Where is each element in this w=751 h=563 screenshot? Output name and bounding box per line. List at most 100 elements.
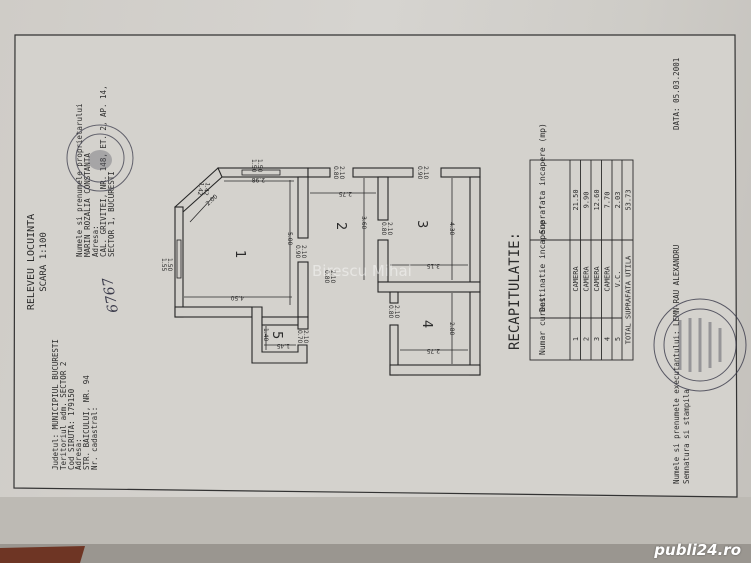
table-row: 4 CAMERA 7.70: [604, 192, 612, 342]
watermark: Birescu Mihai: [312, 262, 412, 280]
wall: [297, 316, 309, 330]
svg-text:2.10: 2.10: [338, 166, 345, 180]
svg-text:1.50: 1.50: [250, 159, 257, 173]
svg-text:4: 4: [604, 337, 612, 341]
room-3-label: 3: [414, 220, 429, 228]
window-left: [176, 239, 182, 279]
room-5-label: 5: [269, 331, 284, 339]
doc-scale: SCARA 1:100: [39, 232, 49, 292]
svg-text:4.30: 4.30: [448, 222, 455, 236]
svg-text:12.60: 12.60: [593, 189, 601, 210]
siruta-line: Cod SIRUTA: 179150: [67, 388, 76, 470]
cadastral-line: Nr. cadastral:: [90, 407, 99, 470]
svg-text:1.40: 1.40: [262, 328, 269, 342]
svg-text:2.10: 2.10: [329, 270, 336, 284]
svg-text:5.00: 5.00: [286, 232, 293, 246]
owner-label: Numele si prenumele proprietarului: [75, 103, 84, 257]
svg-text:0.80: 0.80: [387, 305, 394, 319]
svg-text:3.15: 3.15: [426, 262, 440, 269]
svg-text:1.42: 1.42: [196, 182, 205, 197]
room-4-label: 4: [419, 320, 434, 328]
wall: [174, 206, 184, 318]
svg-text:2: 2: [583, 337, 591, 341]
address-line: STR. BAICULUI, NR. 94: [82, 375, 91, 470]
table-row: 2 CAMERA 9.90: [583, 192, 591, 342]
svg-text:1: 1: [572, 337, 580, 341]
total-row: TOTAL SUPRAFATA UTILA 53.73: [625, 189, 633, 344]
room-2-label: 2: [333, 222, 348, 230]
svg-text:0.80: 0.80: [332, 166, 339, 180]
wall: [297, 176, 309, 239]
wall: [297, 261, 309, 318]
summary-title: RECAPITULATIE:: [507, 232, 523, 350]
svg-text:1.45: 1.45: [276, 342, 290, 349]
svg-text:CAMERA: CAMERA: [604, 266, 612, 292]
wall: [469, 291, 481, 376]
executor-stamp: [653, 298, 747, 392]
svg-text:0.90: 0.90: [294, 245, 301, 259]
svg-text:CAMERA: CAMERA: [572, 266, 580, 292]
executor-line: Numele si prenumele executantului: LEMN-…: [672, 245, 681, 484]
wall: [440, 167, 481, 178]
signature-line: Semnatura si stampila: [682, 389, 691, 484]
summary-table: [529, 159, 634, 361]
svg-text:2.10: 2.10: [386, 222, 393, 236]
owner-stamp: [66, 124, 134, 192]
svg-text:4.50: 4.50: [230, 294, 244, 301]
owner-sector: SECTOR 1, BUCURESTI: [107, 171, 116, 257]
svg-text:CAMERA: CAMERA: [583, 266, 591, 292]
floor-plan: 1 2 3 4 5 1.50 1.50 0.80 2.10 0.90 2.10 …: [160, 159, 481, 376]
table-row: 1 CAMERA 21.50: [572, 189, 580, 341]
svg-text:21.50: 21.50: [572, 189, 580, 210]
svg-text:TOTAL SUPRAFATA UTILA: TOTAL SUPRAFATA UTILA: [625, 255, 633, 344]
svg-text:1.50: 1.50: [166, 258, 173, 272]
document-border: [13, 34, 738, 498]
svg-text:7.70: 7.70: [604, 192, 612, 209]
summary-rows: 1 CAMERA 21.50 2 CAMERA 9.90 3 CAMERA 12…: [572, 189, 633, 344]
address-label: Adresa:: [74, 438, 83, 470]
svg-text:2.75: 2.75: [338, 190, 352, 197]
table-edge: [0, 546, 85, 563]
territory-line: Teritoriul adm. SECTOR 2: [59, 362, 68, 470]
owner-address: CAL. GRIVITEI, NR. 148, ET. 2, AP. 14,: [99, 85, 108, 257]
svg-text:1.42: 1.42: [202, 182, 211, 197]
wall: [261, 316, 299, 326]
table-row: 5 V.C. 2.03: [614, 192, 622, 342]
wall: [389, 364, 481, 376]
paper-edge: [0, 544, 751, 563]
svg-text:0.90: 0.90: [416, 166, 423, 180]
svg-text:0.80: 0.80: [323, 270, 330, 284]
property-info: Judetul: MUNICIPIUL BUCURESTI Teritoriul…: [51, 339, 99, 470]
window-top: [241, 169, 281, 176]
svg-text:2.98: 2.98: [251, 176, 265, 183]
wall: [377, 176, 389, 221]
svg-text:2.10: 2.10: [302, 330, 309, 344]
svg-text:0.70: 0.70: [296, 330, 303, 344]
col-header-dest: Destinatie incapere: [538, 220, 547, 312]
svg-text:2.10: 2.10: [393, 305, 400, 319]
svg-text:2.03: 2.03: [614, 192, 622, 209]
svg-text:2.10: 2.10: [300, 245, 307, 259]
wall: [469, 176, 481, 283]
svg-text:9.90: 9.90: [583, 192, 591, 209]
svg-text:1.55: 1.55: [160, 258, 167, 272]
svg-text:3.60: 3.60: [360, 216, 367, 230]
col-header-nr: Numar curent: [538, 297, 547, 355]
site-logo: publi24.ro: [654, 541, 741, 559]
svg-text:5: 5: [614, 337, 622, 341]
dimension-labels: 1.50 1.50 0.80 2.10 0.90 2.10 2.98 2.00 …: [160, 159, 455, 354]
svg-text:2.10: 2.10: [422, 166, 429, 180]
svg-text:53.73: 53.73: [625, 189, 633, 210]
svg-text:1.50: 1.50: [256, 159, 263, 173]
wall: [389, 291, 399, 304]
date-line: DATA: 05.03.2001: [672, 58, 681, 130]
wall: [174, 306, 253, 318]
svg-text:2.80: 2.80: [448, 322, 455, 336]
summary-header: Numar curent Destinatie incapere Suprafa…: [538, 123, 547, 355]
svg-text:CAMERA: CAMERA: [593, 266, 601, 292]
county-line: Judetul: MUNICIPIUL BUCURESTI: [51, 339, 60, 470]
handwritten-number: 6767: [100, 276, 122, 314]
col-header-area: Suprafata incapere (mp): [538, 123, 547, 234]
owner-name: MARIN ROZALIA CONSTANTA: [83, 153, 92, 257]
